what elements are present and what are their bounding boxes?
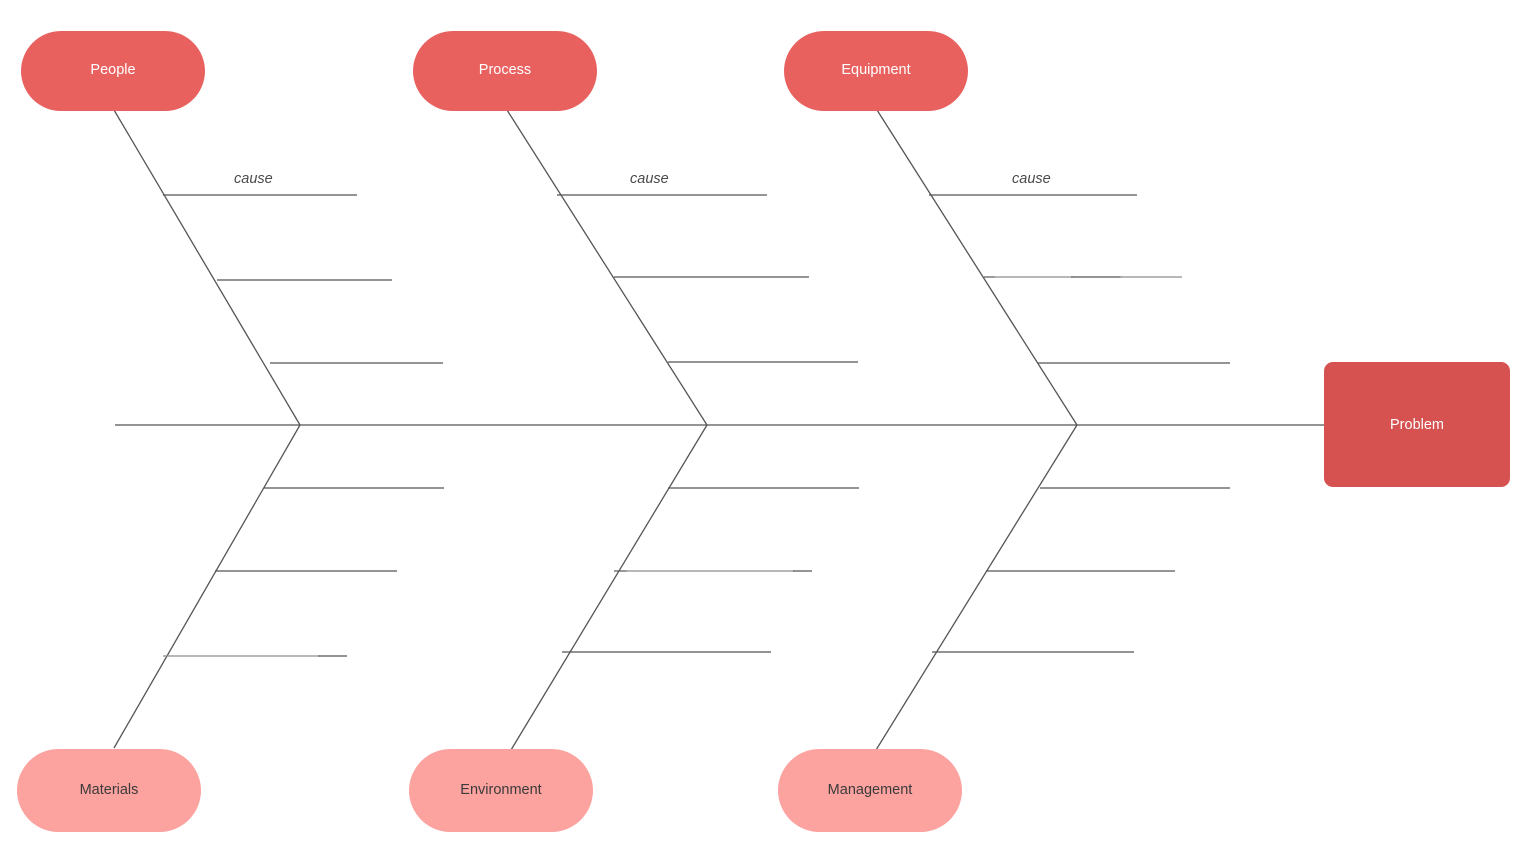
category-box-equipment[interactable]: Equipment <box>784 31 968 111</box>
category-box-environment[interactable]: Environment <box>409 749 593 832</box>
cause-label-process[interactable]: cause <box>630 171 669 187</box>
category-box-management[interactable]: Management <box>778 749 962 832</box>
branch-line-materials <box>113 424 301 749</box>
branch-line-management <box>875 424 1078 751</box>
category-label-process: Process <box>478 62 532 79</box>
category-box-people[interactable]: People <box>21 31 205 111</box>
branch-line-process <box>506 109 708 426</box>
cause-label-equipment[interactable]: cause <box>1012 171 1051 187</box>
category-box-process[interactable]: Process <box>413 31 597 111</box>
branch-line-equipment <box>876 109 1078 426</box>
problem-box[interactable]: Problem <box>1324 362 1510 487</box>
category-label-equipment: Equipment <box>841 62 911 79</box>
branch-line-environment <box>510 424 708 751</box>
problem-label: Problem <box>1390 416 1444 433</box>
category-box-materials[interactable]: Materials <box>17 749 201 832</box>
category-label-management: Management <box>827 781 913 798</box>
branch-line-people <box>113 109 301 426</box>
category-label-environment: Environment <box>460 781 542 798</box>
category-label-people: People <box>90 62 136 79</box>
cause-label-people[interactable]: cause <box>234 171 273 187</box>
category-label-materials: Materials <box>79 781 139 798</box>
